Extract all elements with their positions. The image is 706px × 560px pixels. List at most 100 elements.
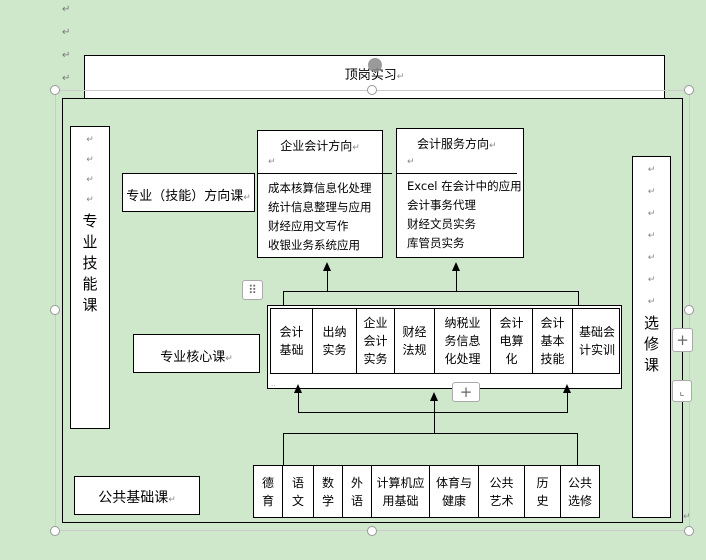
core-course-cell[interactable]: 基础会计实训 bbox=[573, 309, 621, 373]
paragraph-mark: ↵ bbox=[647, 209, 656, 219]
direction-course-item: 收银业务系统应用 bbox=[268, 238, 360, 252]
public-course-cell[interactable]: 公共选修 bbox=[561, 466, 599, 517]
resize-handle-bottom[interactable] bbox=[367, 526, 377, 536]
course-text-line: 实务 bbox=[363, 352, 388, 366]
core-course-label-box[interactable]: 专业核心课↵ bbox=[133, 334, 260, 373]
public-course-cell[interactable]: 历史 bbox=[525, 466, 561, 517]
connector-line bbox=[327, 266, 328, 292]
paragraph-mark: ↵ bbox=[352, 143, 360, 153]
resize-handle-right[interactable] bbox=[684, 305, 694, 315]
table-move-handle-icon[interactable]: ⠿ bbox=[242, 280, 263, 300]
paragraph-mark: ↵ bbox=[647, 275, 656, 285]
arrow-up-icon bbox=[294, 384, 302, 393]
enterprise-accounting-direction-box[interactable]: 企业会计方向↵ ↵ 成本核算信息化处理 统计信息整理与应用 财经应用文写作 收银… bbox=[257, 130, 392, 258]
arrow-up-icon bbox=[452, 262, 460, 271]
public-course-cell[interactable]: 体育与健康 bbox=[430, 466, 479, 517]
direction-course-label: 专业（技能）方向课 bbox=[126, 189, 244, 204]
paragraph-mark: ↵ bbox=[243, 193, 251, 203]
direction-title: 会计服务方向 bbox=[417, 137, 490, 151]
direction-course-label-box[interactable]: 专业（技能）方向课↵ bbox=[122, 173, 255, 212]
core-course-cell[interactable]: 财经法规 bbox=[395, 309, 435, 373]
course-text-line: 健康 bbox=[441, 493, 466, 508]
direction-title: 企业会计方向 bbox=[280, 139, 353, 153]
connector-line bbox=[283, 291, 579, 292]
course-text-line: 实务 bbox=[322, 343, 347, 357]
core-course-label: 专业核心课 bbox=[160, 350, 226, 365]
core-course-cell[interactable]: 纳税业务信息化处理 bbox=[435, 309, 491, 373]
internship-label: 顶岗实习 bbox=[344, 68, 397, 83]
direction-course-item: 成本核算信息化处理 bbox=[268, 181, 372, 195]
course-text-line: 选修 bbox=[567, 493, 592, 508]
vertical-char: 专 bbox=[82, 212, 98, 230]
vertical-char: 修 bbox=[643, 335, 659, 353]
core-course-table: 会计基础出纳实务企业会计实务财经法规纳税业务信息化处理会计电算化会计基本技能基础… bbox=[270, 308, 620, 374]
core-course-cell[interactable]: 会计基本技能 bbox=[533, 309, 573, 373]
core-course-cell[interactable]: 出纳实务 bbox=[313, 309, 357, 373]
resize-handle-top-right[interactable] bbox=[684, 85, 694, 95]
professional-skill-course-box[interactable]: ↵ ↵ ↵ ↵ 专 业 技 能 课 bbox=[70, 126, 110, 429]
course-text-line: 基本 bbox=[540, 334, 565, 348]
paragraph-mark: ↵ bbox=[62, 27, 71, 38]
course-text-line: 计算机应 bbox=[376, 475, 425, 490]
course-text-line: 外 bbox=[350, 475, 363, 490]
add-column-button[interactable]: + bbox=[672, 328, 693, 352]
paragraph-mark: ↵ bbox=[86, 195, 94, 205]
connector-line bbox=[298, 412, 568, 413]
paragraph-mark: ↵ bbox=[62, 50, 71, 61]
vertical-char: 业 bbox=[82, 233, 98, 251]
paragraph-mark: ↵ bbox=[647, 165, 656, 175]
course-text-line: 数 bbox=[321, 475, 334, 490]
course-text-line: 文 bbox=[291, 493, 304, 508]
accounting-service-direction-box[interactable]: 会计服务方向↵ ↵ Excel 在会计中的应用 会计事务代理 财经文员实务 库管… bbox=[396, 128, 524, 258]
public-course-cell[interactable]: 数学 bbox=[314, 466, 343, 517]
paragraph-mark: ↵ bbox=[407, 157, 415, 167]
paragraph-mark: ↵ bbox=[86, 175, 94, 185]
public-course-cell[interactable]: 德育 bbox=[254, 466, 283, 517]
connector-line bbox=[283, 291, 284, 305]
course-text-line: 会计 bbox=[499, 316, 524, 330]
public-course-cell[interactable]: 公共艺术 bbox=[479, 466, 525, 517]
public-course-cell[interactable]: 语文 bbox=[283, 466, 314, 517]
course-text-line: 出纳 bbox=[322, 325, 347, 339]
core-course-cell[interactable]: 企业会计实务 bbox=[357, 309, 395, 373]
resize-handle-bottom-left[interactable] bbox=[50, 526, 60, 536]
direction-course-item: 统计信息整理与应用 bbox=[268, 200, 372, 214]
core-course-cell[interactable]: 会计电算化 bbox=[491, 309, 533, 373]
public-course-table[interactable]: 德育语文数学外语计算机应用基础体育与健康公共艺术历史公共选修 bbox=[253, 465, 600, 518]
public-course-cell[interactable]: 外语 bbox=[343, 466, 372, 517]
resize-handle-top-left[interactable] bbox=[50, 85, 60, 95]
layout-options-icon[interactable]: ⌞ bbox=[672, 380, 692, 402]
public-course-label-box[interactable]: 公共基础课↵ bbox=[74, 476, 200, 515]
course-text-line: 历 bbox=[536, 475, 549, 490]
core-course-cell[interactable]: 会计基础 bbox=[271, 309, 313, 373]
paragraph-mark: ↵ bbox=[489, 141, 497, 151]
rotate-handle-icon[interactable] bbox=[368, 58, 382, 72]
course-text-line: 电算 bbox=[499, 334, 524, 348]
course-text-line: 财经 bbox=[402, 325, 427, 339]
direction-course-item: 财经文员实务 bbox=[407, 217, 476, 231]
direction-course-item: 会计事务代理 bbox=[407, 198, 476, 212]
direction-course-item: 库管员实务 bbox=[407, 236, 465, 250]
arrow-up-icon bbox=[430, 392, 438, 401]
course-text-line: 会计 bbox=[279, 325, 304, 339]
paragraph-mark: ↵ bbox=[683, 512, 691, 522]
course-text-line: 用基础 bbox=[382, 493, 419, 508]
resize-handle-bottom-right[interactable] bbox=[684, 526, 694, 536]
resize-handle-top[interactable] bbox=[367, 85, 377, 95]
course-text-line: 学 bbox=[321, 493, 334, 508]
paragraph-mark: ↵ bbox=[168, 495, 176, 505]
vertical-char: 选 bbox=[643, 314, 659, 332]
arrow-up-icon bbox=[323, 262, 331, 271]
public-course-cell[interactable]: 计算机应用基础 bbox=[372, 466, 430, 517]
elective-course-box[interactable]: ↵ ↵ ↵ ↵ ↵ ↵ ↵ 选 修 课 bbox=[632, 156, 671, 518]
course-text-line: 基础 bbox=[279, 343, 304, 357]
paragraph-mark: ↵ bbox=[225, 354, 233, 364]
course-text-line: 技能 bbox=[540, 352, 565, 366]
paragraph-mark: ↵ bbox=[62, 4, 71, 15]
resize-handle-left[interactable] bbox=[50, 305, 60, 315]
core-course-table-container[interactable]: 会计基础出纳实务企业会计实务财经法规纳税业务信息化处理会计电算化会计基本技能基础… bbox=[267, 305, 622, 389]
course-text-line: 公共 bbox=[567, 475, 592, 490]
course-text-line: 化 bbox=[505, 352, 518, 366]
add-row-button[interactable]: + bbox=[452, 382, 480, 402]
direction-course-item: 财经应用文写作 bbox=[268, 219, 349, 233]
